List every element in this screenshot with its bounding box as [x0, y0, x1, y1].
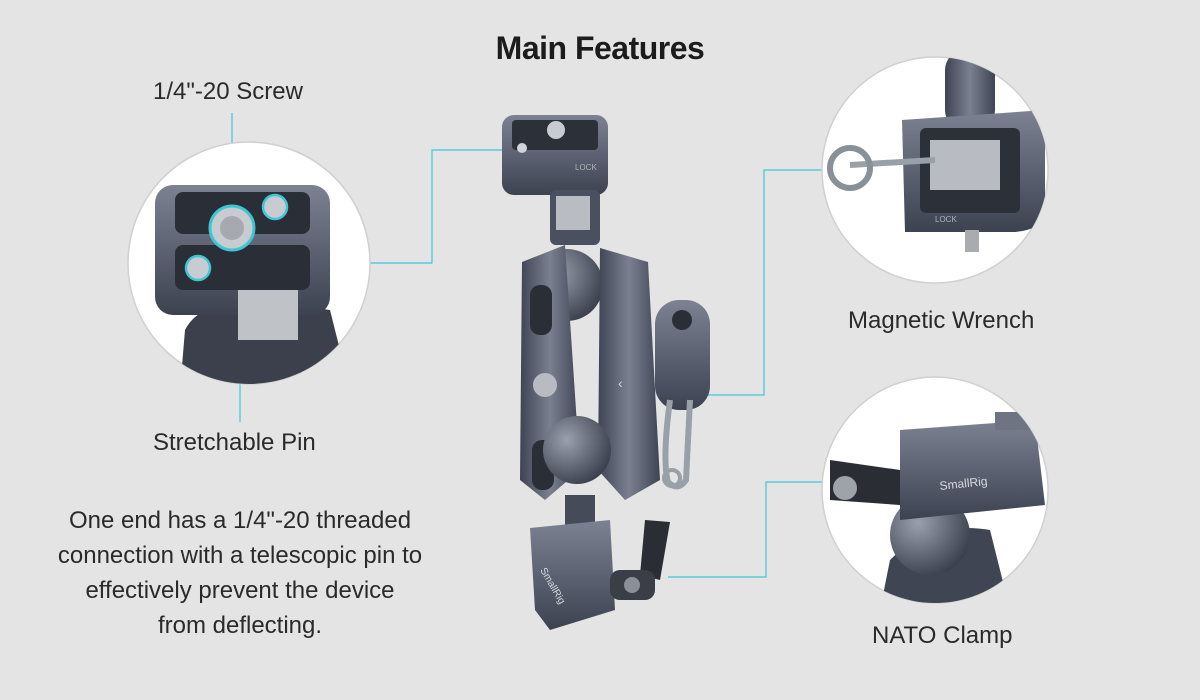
- page-title: Main Features: [495, 30, 705, 66]
- callout-screw-label: 1/4"-20 Screw: [153, 78, 303, 105]
- callout-wrench-label: Magnetic Wrench: [848, 307, 1035, 334]
- description-line: effectively prevent the device: [85, 577, 395, 604]
- leader-top-head: [368, 149, 508, 264]
- callout-pin-label: Stretchable Pin: [153, 429, 316, 456]
- nato-brand-engraving: SmallRig: [939, 474, 988, 493]
- description-line: connection with a telescopic pin to: [57, 542, 423, 569]
- description-line: from deflecting.: [157, 612, 323, 639]
- description-line: One end has a 1/4"-20 threaded: [68, 507, 412, 534]
- detail-circle-nato: SmallRig: [821, 376, 1049, 604]
- leader-wrench: [702, 169, 822, 396]
- arm-lock-engraving: LOCK: [575, 163, 597, 172]
- lock-engraving: LOCK: [935, 215, 957, 224]
- svg-text:‹: ‹: [618, 375, 623, 391]
- leader-nato: [668, 481, 822, 578]
- callout-nato-label: NATO Clamp: [872, 622, 1013, 649]
- detail-circle-wrench: LOCK: [821, 56, 1049, 284]
- feature-description: One end has a 1/4"-20 threaded connectio…: [40, 503, 440, 643]
- magic-arm-product: LOCK ‹ SmallRig: [502, 115, 710, 630]
- detail-circle-screw: [127, 141, 371, 385]
